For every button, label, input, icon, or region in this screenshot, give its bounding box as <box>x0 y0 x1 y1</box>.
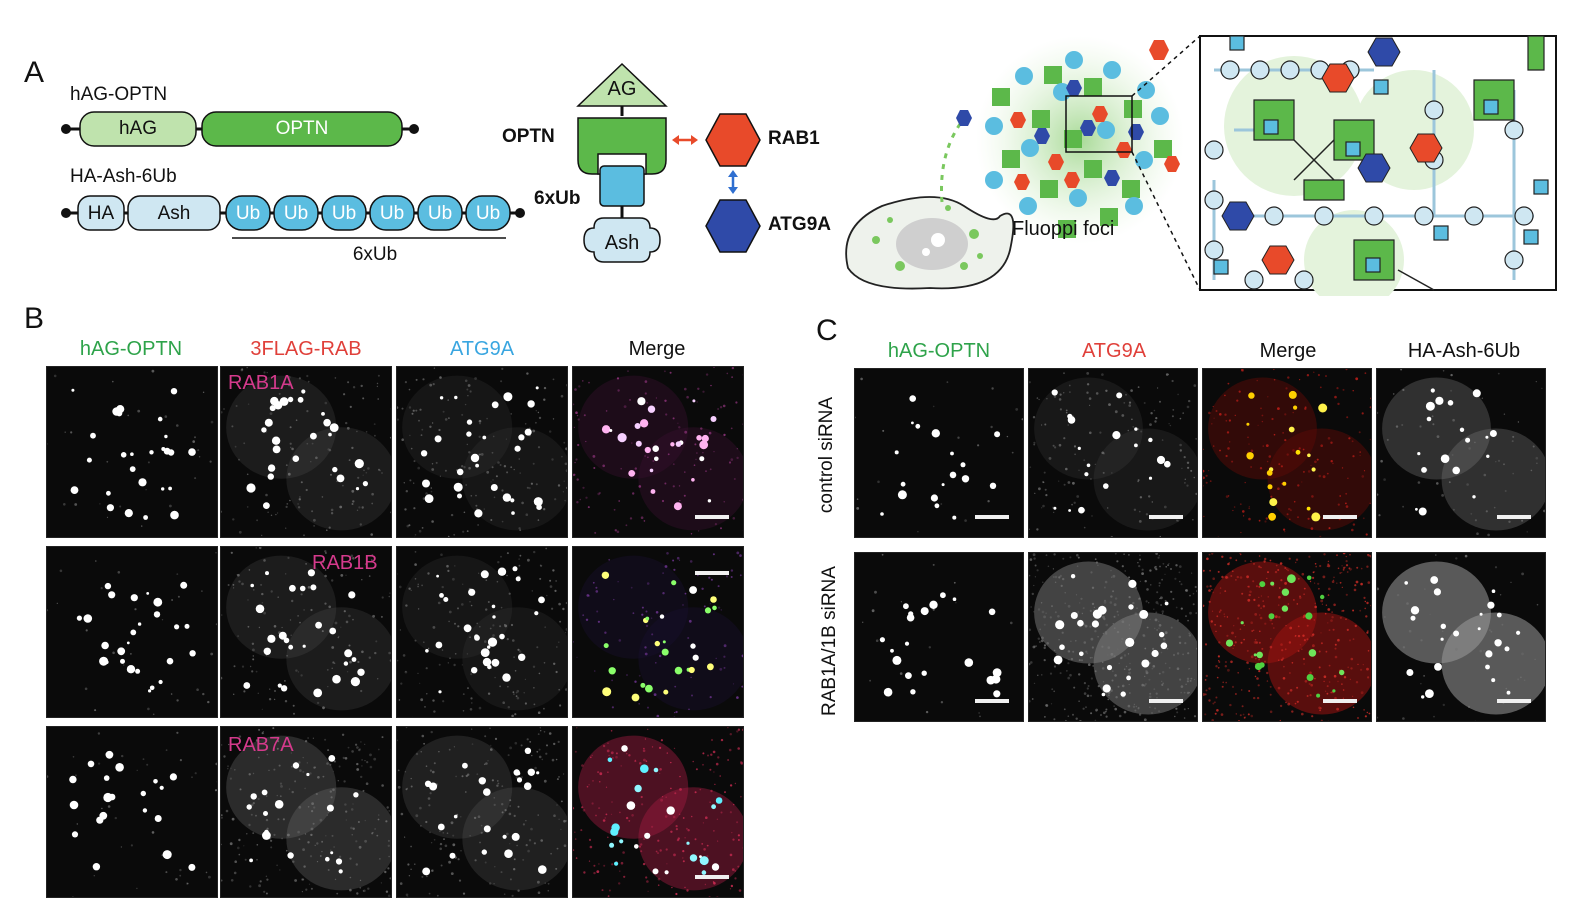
panel-b-letter: B <box>24 302 45 335</box>
panel-c-col-head-1: hAG-OPTN <box>887 340 991 362</box>
micrograph-b-r2-c2 <box>220 546 392 718</box>
micrograph-b-r3-c2 <box>220 726 392 898</box>
model-rab1-label: RAB1 <box>768 128 820 149</box>
micrograph-c-r1-c2 <box>1028 368 1198 538</box>
rab1-hexagon-icon <box>705 113 761 167</box>
fluoppi-foci-illustration <box>845 35 1557 296</box>
scale-bar <box>1149 515 1183 519</box>
panel-c-col-head-3: Merge <box>1259 340 1317 362</box>
micrograph-b-r1-c4 <box>572 366 744 538</box>
micrograph-c-r1-c3 <box>1202 368 1372 538</box>
domain-ub-1: Ub <box>235 203 261 224</box>
micrograph-b-r2-c3 <box>396 546 568 718</box>
micrograph-c-r2-c4 <box>1376 552 1546 722</box>
model-atg9a-label: ATG9A <box>768 214 831 235</box>
ub-square-icon <box>599 165 645 207</box>
construct-hag-optn-diagram <box>61 111 419 147</box>
panel-c-row-head-1: control siRNA <box>816 396 837 514</box>
panel-b-col-head-2: 3FLAG-RAB <box>250 338 362 360</box>
zoom-region-box <box>1065 95 1133 153</box>
panel-c-letter: C <box>816 314 838 347</box>
micrograph-b-r1-c2 <box>220 366 392 538</box>
micrograph-b-r2-c4 <box>572 546 744 718</box>
bracket-6xub-label: 6xUb <box>352 244 398 265</box>
panel-b-col-head-3: ATG9A <box>449 338 515 360</box>
construct-ha-ash-6ub-label: HA-Ash-6Ub <box>70 166 177 187</box>
panel-c-col-head-4: HA-Ash-6Ub <box>1407 340 1521 362</box>
scale-bar <box>1323 699 1357 703</box>
ash-domain-icon <box>583 217 661 263</box>
micrograph-b-r1-c1 <box>46 366 218 538</box>
micrograph-b-r3-c1 <box>46 726 218 898</box>
atg9a-hexagon-icon <box>705 199 761 253</box>
scale-bar <box>1497 699 1531 703</box>
model-6xub-label: 6xUb <box>534 188 581 209</box>
domain-hag: hAG <box>118 118 158 139</box>
panel-c-col-head-2: ATG9A <box>1081 340 1147 362</box>
fluoppi-foci-label: Fluoppi foci <box>1012 218 1115 240</box>
micrograph-b-r3-c3 <box>396 726 568 898</box>
micrograph-c-r1-c4 <box>1376 368 1546 538</box>
scale-bar <box>695 571 729 575</box>
zoomed-network-icon <box>1199 35 1557 296</box>
domain-ub-4: Ub <box>379 203 405 224</box>
scale-bar <box>1323 515 1357 519</box>
model-optn-label: OPTN <box>502 126 555 147</box>
micrograph-b-r1-c3 <box>396 366 568 538</box>
micrograph-c-r1-c1 <box>854 368 1024 538</box>
panel-c-row-head-2: RAB1A/1B siRNA <box>819 566 840 716</box>
scale-bar <box>975 515 1009 519</box>
panel-b-row-1-tag: RAB1A <box>228 372 294 394</box>
scale-bar <box>975 699 1009 703</box>
model-ag-label: AG <box>607 78 637 100</box>
scale-bar <box>1149 699 1183 703</box>
panel-b-row-3-tag: RAB7A <box>228 734 294 756</box>
domain-ub-3: Ub <box>331 203 357 224</box>
model-ash-label: Ash <box>604 232 640 254</box>
micrograph-c-r2-c1 <box>854 552 1024 722</box>
micrograph-b-r3-c4 <box>572 726 744 898</box>
foci-cluster-icon <box>985 40 1180 238</box>
nucleus-icon <box>896 218 968 270</box>
domain-ha: HA <box>87 203 115 224</box>
optn-rab-model-diagram <box>576 62 761 263</box>
panel-b-col-head-4: Merge <box>628 338 686 360</box>
construct-ha-ash-6ub-diagram <box>61 195 525 239</box>
panel-b-col-head-1: hAG-OPTN <box>79 338 183 360</box>
domain-ub-2: Ub <box>283 203 309 224</box>
construct-hag-optn-label: hAG-OPTN <box>70 84 168 105</box>
domain-optn: OPTN <box>275 118 329 139</box>
domain-ash: Ash <box>157 203 191 224</box>
domain-ub-5: Ub <box>427 203 453 224</box>
scale-bar <box>695 875 729 879</box>
micrograph-c-r2-c2 <box>1028 552 1198 722</box>
domain-ub-6: Ub <box>475 203 501 224</box>
panel-a-letter: A <box>24 56 45 89</box>
scale-bar <box>1497 515 1531 519</box>
micrograph-b-r2-c1 <box>46 546 218 718</box>
panel-b-row-2-tag: RAB1B <box>312 552 378 574</box>
scale-bar <box>695 515 729 519</box>
micrograph-c-r2-c3 <box>1202 552 1372 722</box>
